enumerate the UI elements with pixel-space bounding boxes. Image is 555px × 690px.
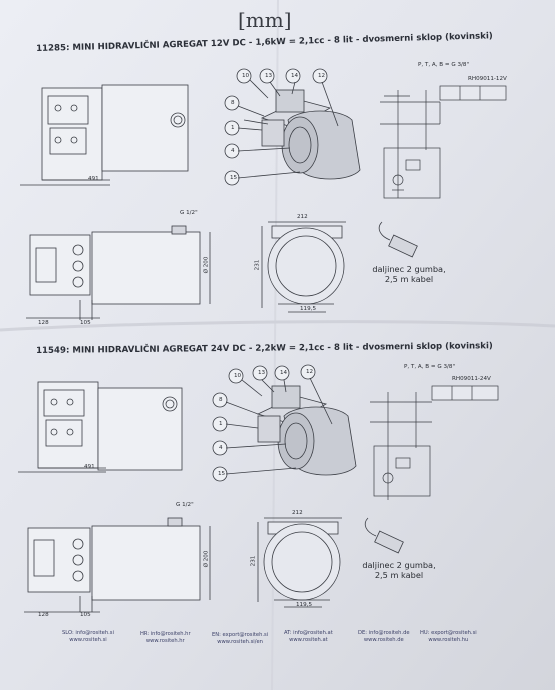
- units-heading: [mm]: [238, 8, 292, 32]
- section1-callout-3: 14: [291, 73, 299, 79]
- section1-side-view: [26, 225, 211, 320]
- section2-callout-3: 14: [280, 370, 288, 376]
- section2-callout-4: 12: [306, 369, 314, 375]
- section2-callouts: [212, 364, 333, 482]
- section2-side-view: [24, 517, 211, 613]
- section2-dim-diameter: Ø 200: [203, 550, 210, 568]
- footer-hr-web: www.rositeh.hr: [145, 638, 185, 644]
- section1-port-g: G 1/2": [180, 210, 198, 216]
- section1-callout-4: 12: [318, 73, 326, 79]
- section2-front-view: [18, 381, 183, 473]
- section1-3d-view: [243, 89, 361, 180]
- section2-dim-bottom: 119,5: [296, 602, 313, 608]
- section2-port-g: G 1/2": [176, 502, 194, 508]
- section1-callout-6: 1: [231, 125, 235, 131]
- section1-end-view: [261, 221, 346, 313]
- section1-valve-code: RH09011-12V: [468, 76, 507, 82]
- section2-valve-code: RH09011-24V: [452, 376, 491, 382]
- section1-dim-bottom: 119,5: [300, 306, 317, 312]
- section2-remote-icon: [364, 517, 404, 554]
- section1-dim-105: 105: [80, 320, 91, 326]
- footer-contact-de: DE: info@rositeh.de www.rositeh.de: [358, 630, 410, 644]
- section1-callout-2: 13: [265, 73, 273, 79]
- section2-callout-5: 8: [219, 397, 223, 403]
- section1-ports-spec: P, T, A, B = G 3/8": [418, 62, 470, 68]
- footer-de-web: www.rositeh.de: [363, 637, 404, 643]
- section1-dim-128: 128: [38, 320, 49, 326]
- footer-contact-hr: HR: info@rositeh.hr www.rositeh.hr: [140, 631, 191, 645]
- section2-dim-105: 105: [80, 612, 91, 618]
- footer-contact-hu: HU: export@rositeh.si www.rositeh.hu: [420, 630, 477, 644]
- section1-remote-icon: [378, 221, 418, 258]
- section1-callout-5: 8: [231, 100, 235, 106]
- footer-at-web: www.rositeh.at: [289, 637, 328, 643]
- section2-callout-1: 10: [234, 373, 242, 379]
- section1-front-view: [20, 84, 189, 186]
- section2-3d-view: [256, 385, 357, 476]
- section2-end-view: [257, 517, 342, 608]
- section1-callout-8: 15: [230, 175, 238, 181]
- section1-hydraulic-schematic: [380, 85, 507, 199]
- section2-callout-6: 1: [219, 421, 223, 427]
- footer-at-email: AT: info@rositeh.at: [284, 630, 333, 636]
- section1-dim-height: 231: [254, 259, 261, 271]
- section1-dim-491: 491: [88, 176, 99, 182]
- section2-dim-width: 212: [292, 510, 303, 516]
- footer-slo-email: SLO: info@rositeh.si: [62, 630, 114, 636]
- section2-callout-2: 13: [258, 370, 266, 376]
- footer-hu-email: HU: export@rositeh.si: [420, 630, 477, 636]
- footer-slo-web: www.rositeh.si: [69, 637, 107, 643]
- footer-en-email: EN: export@rositeh.si: [212, 632, 269, 638]
- footer-hr-email: HR: info@rositeh.hr: [140, 631, 191, 637]
- footer-contact-slo: SLO: info@rositeh.si www.rositeh.si: [62, 630, 114, 644]
- section1-callout-1: 10: [242, 73, 250, 79]
- footer-contact-at: AT: info@rositeh.at www.rositeh.at: [284, 630, 333, 644]
- footer-en-web: www.rositeh.si/en: [217, 639, 263, 645]
- section1-dim-diameter: Ø 200: [203, 256, 210, 274]
- section2-callout-8: 15: [218, 471, 226, 477]
- section1-callouts: [224, 68, 339, 186]
- section1-callout-7: 4: [231, 148, 235, 154]
- footer-de-email: DE: info@rositeh.de: [358, 630, 410, 636]
- section2-dim-491: 491: [84, 464, 95, 470]
- section2-dim-128: 128: [38, 612, 49, 618]
- footer-contact-en: EN: export@rositeh.si www.rositeh.si/en: [212, 632, 268, 646]
- section2-dim-height: 231: [250, 555, 257, 567]
- section2-remote-label: daljinec 2 gumba, 2,5 m kabel: [362, 560, 436, 580]
- section2-hydraulic-schematic: [370, 385, 499, 500]
- section1-remote-label: daljinec 2 gumba, 2,5 m kabel: [372, 264, 446, 284]
- section2-ports-spec: P, T, A, B = G 3/8": [404, 364, 456, 370]
- section1-dim-width: 212: [297, 214, 308, 220]
- footer-hu-web: www.rositeh.hu: [428, 637, 469, 643]
- section2-callout-7: 4: [219, 445, 223, 451]
